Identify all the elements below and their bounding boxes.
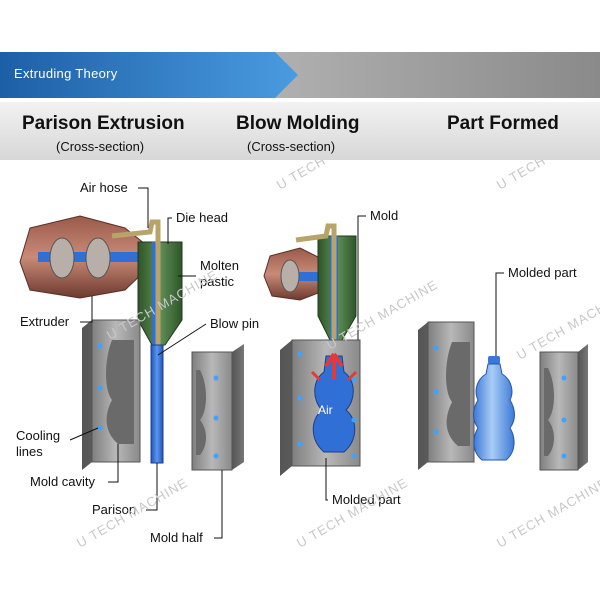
label-blow-pin: Blow pin <box>210 316 259 331</box>
label-molten-line2: pastic <box>200 274 234 289</box>
air-arrow-side <box>310 370 358 382</box>
cooling-line <box>213 415 219 421</box>
watermark: U TECH MACHINE <box>494 160 600 193</box>
label-mold-cavity: Mold cavity <box>30 474 96 489</box>
label-cooling-line1: Cooling <box>16 428 60 443</box>
watermark: U TECH MACHINE <box>274 160 390 193</box>
label-air: Air <box>318 403 333 417</box>
extruder-barrel <box>19 215 156 299</box>
cooling-line <box>97 385 103 391</box>
parison <box>150 344 164 464</box>
cooling-line <box>97 343 103 349</box>
label-molded-part-middle: Molded part <box>332 492 401 507</box>
label-molded-part-right: Molded part <box>508 265 577 280</box>
label-parison: Parison <box>92 502 136 517</box>
label-extruder: Extruder <box>20 314 70 329</box>
column-title-part-formed: Part Formed <box>447 113 559 134</box>
column-title-blow-molding: Blow Molding <box>236 113 360 134</box>
mold-closed <box>280 339 361 476</box>
extruder-barrel-blow <box>263 247 332 301</box>
watermark: U TECH MACHINE <box>494 475 600 551</box>
label-die-head: Die head <box>176 210 228 225</box>
mold-half-right-formed <box>539 344 588 471</box>
label-cooling-line2: lines <box>16 444 43 459</box>
label-molten-line1: Molten <box>200 258 239 273</box>
mold-cavity <box>106 340 134 444</box>
molded-bottle <box>473 356 515 461</box>
bottle-cap <box>488 356 500 364</box>
air-hose-blow <box>295 223 337 350</box>
column-header-band: Parison Extrusion (Cross-section) Blow M… <box>0 102 600 160</box>
mold-half-right <box>191 344 244 471</box>
air-hose <box>111 219 161 355</box>
banner-shape <box>0 52 600 98</box>
air-arrow-up <box>324 352 344 380</box>
mold-half-left-formed <box>418 321 475 470</box>
banner-title: Extruding Theory <box>14 66 118 81</box>
label-mold: Mold <box>370 208 398 223</box>
cooling-line <box>213 453 219 459</box>
label-air-hose: Air hose <box>80 180 128 195</box>
column-title-parison-extrusion: Parison Extrusion <box>22 113 185 134</box>
column-subtitle-blow-molding: (Cross-section) <box>247 139 336 154</box>
watermark: U TECH MACHINE <box>294 475 410 551</box>
title-banner: Extruding Theory <box>0 52 600 98</box>
extruder-screw-flight <box>85 237 111 279</box>
cooling-line <box>97 425 103 431</box>
column-subtitle-parison-extrusion: (Cross-section) <box>56 139 145 154</box>
mold-half-left <box>82 319 141 470</box>
molded-part-in-mold <box>312 355 356 453</box>
extruder-screw-flight <box>49 237 75 279</box>
blow-molding-diagram: Air hose Die head Molten pastic Extruder… <box>16 160 600 551</box>
label-mold-half: Mold half <box>150 530 203 545</box>
cooling-line <box>213 375 219 381</box>
